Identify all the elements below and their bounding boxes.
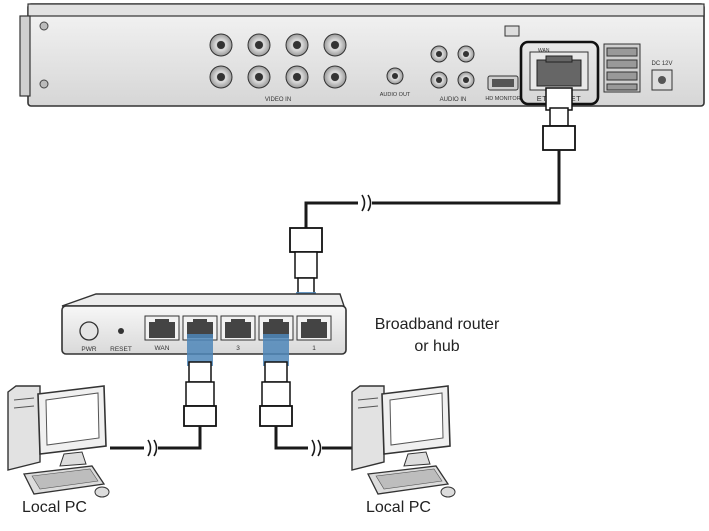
bnc-connector-icon (285, 65, 309, 89)
mouse-icon (94, 486, 110, 498)
rj45-port-icon (220, 315, 256, 341)
router-label-line1: Broadband router (374, 316, 500, 333)
audio-jack-icon (430, 71, 448, 89)
audio-jack-icon (457, 71, 475, 89)
cable-break-icon (361, 194, 372, 212)
local-pc-right-label: Local PC (366, 499, 431, 516)
audio-jack-icon (457, 45, 475, 63)
mouse-icon (440, 486, 456, 498)
bnc-connector-icon (323, 65, 347, 89)
audio-in-jacks (430, 45, 475, 89)
monitor-icon (37, 385, 107, 467)
ethernet-cable-dvr-to-router (289, 87, 576, 314)
bnc-connector-icon (209, 33, 233, 57)
local-pc-right (351, 385, 456, 498)
reset-label: RESET (110, 346, 132, 353)
audio-out-label: AUDIO OUT (380, 92, 411, 98)
dvr-wan-label: WAN (538, 48, 550, 54)
power-button-icon (79, 321, 99, 341)
router-label-line2: or hub (414, 338, 460, 355)
dvr-rear-panel: VIDEO IN AUDIO OUT AUDIO IN HD MONITOR W… (19, 3, 705, 107)
screw-icon (39, 79, 49, 89)
rj45-port-icon (296, 315, 332, 341)
pwr-label: PWR (81, 346, 96, 353)
rj45-port-icon (144, 315, 180, 341)
bnc-connector-icon (285, 33, 309, 57)
router-port-1-label: 1 (312, 345, 316, 352)
link-highlight (187, 334, 213, 366)
video-in-connectors (209, 33, 347, 89)
audio-jack-icon (430, 45, 448, 63)
hd-monitor-label: HD MONITOR (485, 96, 520, 102)
router-label: Broadband router or hub (352, 314, 522, 358)
broadband-router: PWR RESET WAN 3 1 (61, 293, 347, 366)
bnc-connector-icon (323, 33, 347, 57)
bnc-connector-icon (247, 65, 271, 89)
bnc-connector-icon (247, 33, 271, 57)
dc-power-label: DC 12V (651, 61, 672, 67)
video-in-label: VIDEO IN (265, 97, 291, 103)
audio-in-label: AUDIO IN (440, 97, 467, 103)
cable-break-icon (311, 439, 322, 457)
router-port-3-label: 3 (236, 345, 240, 352)
link-highlight (263, 334, 289, 366)
cable-break-icon (147, 439, 158, 457)
reset-button-icon (118, 328, 124, 334)
ethernet-cable-router-to-left-pc (110, 361, 217, 457)
ethernet-cable-router-to-right-pc (259, 361, 360, 457)
usb-port-icon (504, 25, 520, 37)
screw-icon (39, 21, 49, 31)
audio-out-jack-icon (386, 67, 404, 85)
local-pc-left (7, 385, 110, 498)
monitor-icon (381, 385, 451, 467)
local-pc-left-label: Local PC (22, 499, 87, 516)
router-ports (144, 315, 332, 341)
router-wan-label: WAN (155, 345, 170, 352)
alarm-terminal-block (603, 43, 641, 93)
bnc-connector-icon (209, 65, 233, 89)
